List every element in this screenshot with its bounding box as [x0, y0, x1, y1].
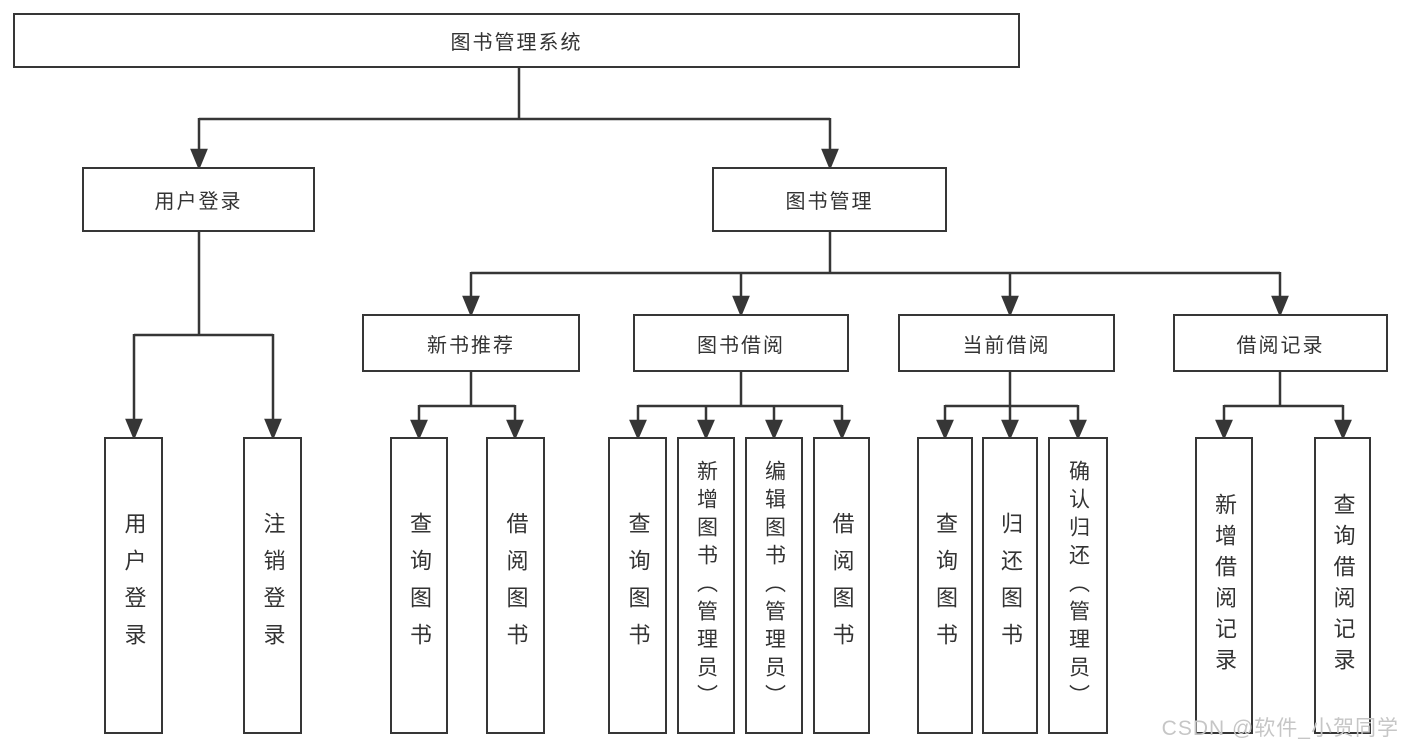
connector-book-borrow-to-leaves — [629, 370, 851, 441]
leaf-borrow-query-books: 查询图书 — [608, 437, 667, 734]
node-label: 图书借阅 — [697, 334, 785, 357]
node-borrow-records: 借阅记录 — [1173, 314, 1388, 372]
leaf-query-borrow-record: 查询借阅记录 — [1314, 437, 1371, 734]
arrow-icon — [462, 295, 480, 318]
leaf-add-books-admin: 新增图书（管理员） — [677, 437, 735, 734]
leaf-confirm-return-admin: 确认归还（管理员） — [1048, 437, 1108, 734]
arrow-icon — [1334, 419, 1352, 441]
arrow-icon — [833, 419, 851, 441]
node-label: 归还图书 — [998, 511, 1023, 660]
leaf-recommend-borrow-books: 借阅图书 — [486, 437, 545, 734]
node-label: 当前借阅 — [962, 334, 1051, 357]
arrow-icon — [697, 419, 715, 441]
leaf-add-borrow-record: 新增借阅记录 — [1195, 437, 1253, 734]
leaf-current-query-books: 查询图书 — [917, 437, 973, 734]
node-label: 借阅记录 — [1236, 334, 1325, 357]
node-label: 借阅图书 — [829, 511, 855, 660]
leaf-return-books: 归还图书 — [982, 437, 1038, 734]
connector-borrow-records-to-leaves — [1215, 370, 1352, 441]
connector-new-book-recommend-to-leaves — [410, 370, 524, 441]
arrow-icon — [506, 419, 524, 441]
connector-current-borrow-to-leaves — [936, 370, 1087, 441]
node-user-login: 用户登录 — [82, 167, 315, 232]
node-label: 注销登录 — [260, 511, 286, 660]
leaf-recommend-query-books: 查询图书 — [390, 437, 448, 734]
arrow-icon — [190, 148, 208, 171]
node-label: 查询图书 — [933, 511, 958, 660]
arrow-icon — [410, 419, 428, 441]
arrow-icon — [125, 418, 143, 441]
arrow-icon — [936, 419, 954, 441]
node-label: 用户登录 — [154, 191, 243, 213]
leaf-user-login: 用户登录 — [104, 437, 163, 734]
arrow-icon — [629, 419, 647, 441]
node-new-book-recommend: 新书推荐 — [362, 314, 580, 372]
node-label: 查询图书 — [625, 511, 651, 660]
node-label: 确认归还（管理员） — [1066, 459, 1090, 712]
leaf-borrow-books: 借阅图书 — [813, 437, 870, 734]
connector-root-to-level1 — [190, 67, 839, 171]
arrow-icon — [1215, 419, 1233, 441]
node-book-borrow: 图书借阅 — [633, 314, 849, 372]
connector-book-management-to-level2 — [462, 230, 1289, 318]
node-label: 新书推荐 — [427, 334, 515, 357]
node-label: 用户登录 — [121, 511, 147, 660]
node-label: 图书管理 — [785, 191, 874, 213]
node-label: 新增借阅记录 — [1212, 492, 1237, 679]
node-label: 图书管理系统 — [450, 32, 583, 54]
node-label: 查询借阅记录 — [1330, 492, 1356, 679]
arrow-icon — [732, 295, 750, 318]
arrow-icon — [1001, 295, 1019, 318]
node-root-library-system: 图书管理系统 — [13, 13, 1020, 68]
node-label: 借阅图书 — [503, 511, 529, 660]
arrow-icon — [264, 418, 282, 441]
csdn-watermark: CSDN @软件_小贺同学 — [1161, 717, 1399, 740]
leaf-logout: 注销登录 — [243, 437, 302, 734]
node-book-management: 图书管理 — [712, 167, 947, 232]
node-label: 查询图书 — [407, 511, 432, 660]
connector-user-login-to-leaves — [125, 230, 282, 441]
arrow-icon — [765, 419, 783, 441]
leaf-edit-books-admin: 编辑图书（管理员） — [745, 437, 803, 734]
arrow-icon — [1271, 295, 1289, 318]
arrow-icon — [821, 148, 839, 171]
node-current-borrow: 当前借阅 — [898, 314, 1115, 372]
arrow-icon — [1069, 419, 1087, 441]
node-label: 新增图书（管理员） — [694, 459, 718, 712]
arrow-icon — [1001, 419, 1019, 441]
node-label: 编辑图书（管理员） — [762, 459, 786, 712]
